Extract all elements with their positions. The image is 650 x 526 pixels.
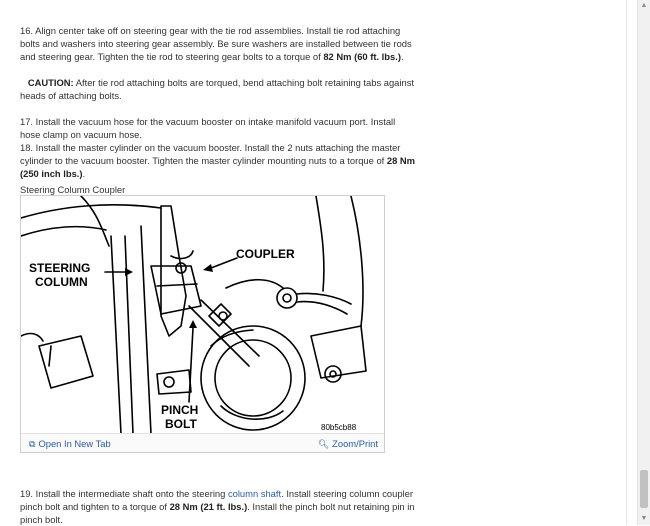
zoom-print-link[interactable]: 🔍︎Zoom/Print	[318, 437, 378, 451]
step-17: 17. Install the vacuum hose for the vacu…	[20, 116, 396, 141]
label-column: COLUMN	[35, 275, 88, 289]
label-steering: STEERING	[29, 261, 90, 275]
step-19-torque: 28 Nm (21 ft. lbs.)	[169, 501, 248, 513]
steering-coupler-illustration: STEERING COLUMN COUPLER PINCH BOLT 80b5c…	[21, 196, 367, 434]
label-coupler: COUPLER	[236, 247, 295, 261]
step-16-torque: 82 Nm (60 ft. lbs.)	[323, 51, 401, 63]
step-19-end: . Install the pinch bolt nut retaining p…	[20, 501, 415, 526]
external-tab-icon: ⧉	[29, 439, 36, 449]
step-18-torque: 28 Nm (250 inch lbs.)	[20, 155, 416, 180]
step-16: 16. Align center take off on steering ge…	[20, 24, 420, 63]
caution-note: CAUTION: After tie rod attaching bolts a…	[20, 76, 415, 102]
column-shaft-link[interactable]: column shaft	[227, 488, 282, 500]
content-divider	[626, 0, 627, 525]
open-in-new-tab-link[interactable]: ⧉Open In New Tab	[29, 437, 111, 451]
vertical-scrollbar[interactable]: ▲ ▼	[637, 0, 650, 525]
step-18-text: 18. Install the master cylinder on the v…	[20, 142, 401, 167]
figure-title: Steering Column Coupler	[20, 184, 126, 195]
step-19-text: 19. Install the intermediate shaft onto …	[20, 488, 228, 500]
zoom-print-label: Zoom/Print	[332, 438, 378, 449]
magnifier-icon: 🔍︎	[317, 439, 330, 449]
step-18-end: .	[82, 168, 86, 180]
figure-footer: ⧉Open In New Tab 🔍︎Zoom/Print	[21, 433, 384, 452]
figure-box: STEERING COLUMN COUPLER PINCH BOLT 80b5c…	[20, 195, 385, 453]
scroll-down-arrow-icon[interactable]: ▼	[640, 515, 648, 522]
label-bolt: BOLT	[165, 417, 197, 431]
step-16-text: 16. Align center take off on steering ge…	[20, 25, 412, 63]
figure-code: 80b5cb88	[321, 423, 357, 432]
scroll-thumb[interactable]	[640, 470, 648, 508]
caution-label: CAUTION:	[27, 77, 74, 89]
step-19-text-2: . Install steering column coupler pinch …	[20, 488, 413, 513]
step-18: 18. Install the master cylinder on the v…	[20, 141, 415, 180]
label-pinch: PINCH	[161, 403, 198, 417]
step-19: 19. Install the intermediate shaft onto …	[20, 487, 415, 526]
caution-text: After tie rod attaching bolts are torque…	[20, 77, 414, 102]
open-in-new-tab-label: Open In New Tab	[38, 438, 111, 449]
step-16-end: .	[400, 51, 404, 63]
scroll-up-arrow-icon[interactable]: ▲	[640, 2, 648, 9]
